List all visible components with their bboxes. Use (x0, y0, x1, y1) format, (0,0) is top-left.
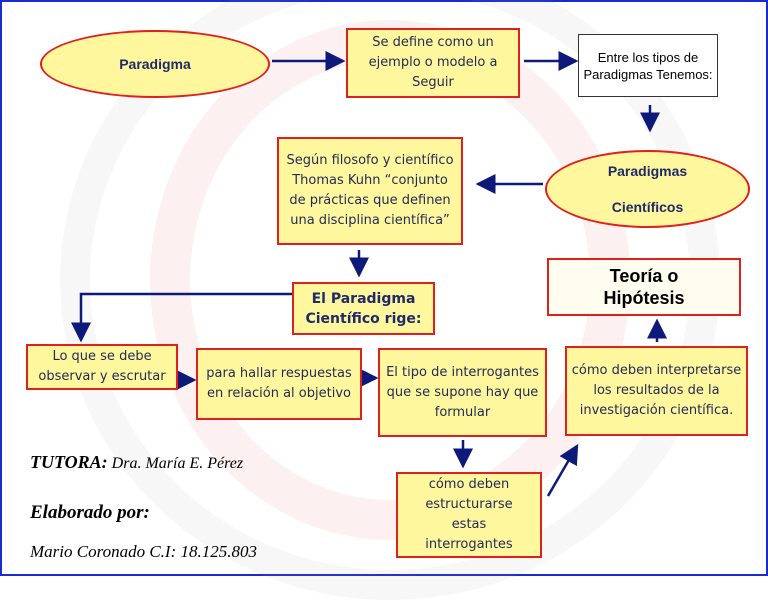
node-kuhn-text: Según filosofo y científico Thomas Kuhn … (286, 153, 454, 228)
arrow (71, 292, 292, 343)
node-rige: El Paradigma Científico rige: (292, 282, 435, 335)
node-estructurarse-text: cómo deben estructurarse estas interroga… (425, 477, 513, 552)
node-teoria: Teoría o Hipótesis (547, 258, 741, 316)
tutora-line: TUTORA: Dra. María E. Pérez (30, 452, 243, 473)
elaborado-label: Elaborado por: (30, 502, 150, 523)
node-paradigma: Paradigma (40, 30, 270, 98)
node-interrogantes: El tipo de interrogantes que se supone h… (378, 348, 547, 437)
node-cientificos-line2: Científicos (611, 199, 684, 215)
node-tipos: Entre los tipos de Paradigmas Tenemos: (578, 34, 718, 97)
node-observar-text: Lo que se debe observar y escrutar (38, 349, 166, 384)
arrow (546, 443, 579, 497)
node-definicion-text: Se define como un ejemplo o modelo a Seg… (368, 35, 498, 90)
node-interpretarse-text: cómo deben interpretarse los resultados … (571, 363, 742, 418)
node-interpretarse: cómo deben interpretarse los resultados … (565, 346, 748, 436)
node-paradigma-label: Paradigma (119, 56, 191, 72)
node-kuhn: Según filosofo y científico Thomas Kuhn … (277, 137, 463, 245)
node-cientificos-line1: Paradigmas (607, 163, 688, 179)
connector-arrows (71, 51, 667, 497)
tutora-label: TUTORA: (30, 452, 108, 472)
node-interrogantes-text: El tipo de interrogantes que se supone h… (386, 364, 539, 420)
tutora-name: Dra. María E. Pérez (111, 455, 244, 472)
node-teoria-text: Teoría o Hipótesis (603, 266, 685, 308)
node-hallar: para hallar respuestas en relación al ob… (196, 348, 362, 420)
node-definicion: Se define como un ejemplo o modelo a Seg… (346, 28, 520, 98)
node-observar: Lo que se debe observar y escrutar (26, 344, 178, 390)
node-tipos-text: Entre los tipos de Paradigmas Tenemos: (583, 49, 713, 82)
node-hallar-text: para hallar respuestas en relación al ob… (206, 366, 352, 401)
node-rige-text: El Paradigma Científico rige: (305, 290, 422, 327)
author-name: Mario Coronado C.I: 18.125.803 (30, 542, 257, 561)
node-estructurarse: cómo deben estructurarse estas interroga… (396, 472, 542, 558)
